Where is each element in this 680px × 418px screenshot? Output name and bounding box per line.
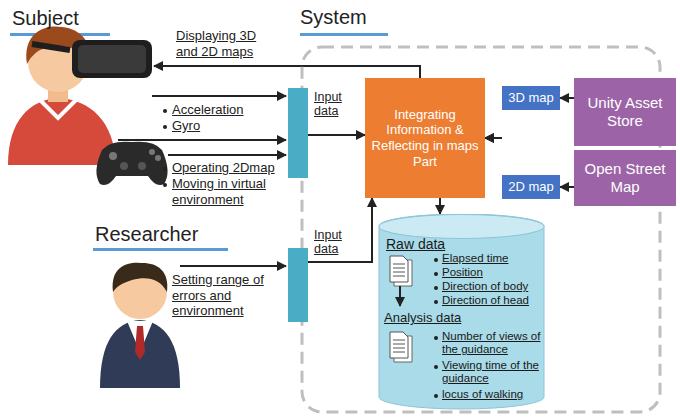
- box-text: Unity Asset Store: [577, 94, 673, 130]
- bullet-dot: [163, 167, 167, 171]
- document-icon: [393, 352, 405, 353]
- bullet-dot: [434, 394, 438, 398]
- arrow-label: Displaying 3D and 2D maps: [176, 28, 280, 59]
- flow-arrow: [308, 134, 365, 136]
- bullet-dot: [434, 365, 438, 369]
- document-icon: [393, 340, 405, 341]
- document-icon: [393, 268, 405, 269]
- heading-underline: [300, 33, 388, 36]
- heading-underline: [93, 248, 228, 251]
- document-icon: [393, 264, 405, 265]
- document-icon: [393, 272, 405, 273]
- signal-arrow: [180, 265, 286, 267]
- gamepad-icon: [96, 142, 167, 185]
- data-item: Analysis data: [384, 311, 484, 326]
- bullet-dot: [434, 272, 438, 276]
- arrow-label: Acceleration: [172, 102, 244, 118]
- gamepad-icon: [120, 162, 128, 170]
- researcher-figure: [100, 263, 180, 388]
- flow-arrow: [485, 137, 502, 139]
- bullet-dot: [434, 258, 438, 262]
- bullet-dot: [163, 125, 167, 129]
- document-icon: [390, 332, 412, 362]
- bullet-dot: [434, 300, 438, 304]
- data-item: Number of views of the guidance: [442, 330, 542, 356]
- actor-heading: Subject: [12, 6, 79, 30]
- data-item: locus of walking: [442, 388, 542, 401]
- subject-figure: [40, 100, 76, 118]
- cylinder-shape: [379, 214, 544, 409]
- bullet-dot: [434, 336, 438, 340]
- subject-figure: [78, 45, 146, 73]
- data-item: Direction of body: [442, 280, 542, 293]
- data-item: Elapsed time: [442, 252, 542, 265]
- source-box: Open Street Map: [574, 150, 676, 206]
- source-box: Unity Asset Store: [574, 78, 676, 146]
- document-icon: [393, 344, 405, 345]
- map-box: 3D map: [502, 86, 560, 110]
- gamepad-icon: [155, 155, 161, 161]
- subject-figure: [32, 44, 70, 50]
- data-item: Raw data: [386, 236, 476, 252]
- researcher-figure: [100, 320, 180, 388]
- document-icon: [390, 256, 408, 282]
- box-text: Open Street Map: [577, 160, 673, 196]
- document-icon: [393, 276, 405, 277]
- researcher-figure: [113, 263, 168, 292]
- data-item: Direction of head: [442, 294, 542, 307]
- box-text: Integrating Information & Reflecting in …: [368, 107, 482, 169]
- gamepad-icon: [96, 142, 167, 185]
- box-text: 2D map: [508, 179, 554, 195]
- arrow-label: Moving in virtual environment: [172, 176, 284, 207]
- flow-arrow: [560, 97, 574, 99]
- signal-arrow: [118, 139, 286, 141]
- gamepad-icon: [138, 162, 146, 170]
- bullet-dot: [163, 183, 167, 187]
- flow-arrow: [485, 137, 502, 139]
- arrow-label: Operating 2Dmap: [172, 160, 275, 176]
- gamepad-icon: [109, 152, 117, 160]
- flow-arrow: [439, 198, 441, 214]
- gamepad-icon: [149, 149, 155, 155]
- database-cylinder: Raw dataElapsed timePositionDirection of…: [378, 214, 545, 410]
- cylinder-top: [379, 215, 544, 239]
- flow-arrow: [399, 286, 401, 306]
- heading-text: System: [300, 6, 367, 29]
- flow-arrow: [560, 186, 574, 188]
- signal-arrow: [152, 95, 286, 97]
- arrow-label: Gyro: [172, 118, 200, 134]
- researcher-figure: [135, 326, 145, 360]
- data-item: Viewing time of the guidance: [442, 359, 542, 385]
- arrow-label: Setting range of errors and environment: [172, 272, 284, 319]
- box-text: 3D map: [508, 90, 554, 106]
- heading-text: Input data: [314, 228, 356, 256]
- document-icon: [393, 348, 405, 349]
- actor-heading: Researcher: [95, 222, 198, 246]
- bullet-dot: [163, 109, 167, 113]
- bullet-dot: [434, 286, 438, 290]
- signal-arrow: [154, 66, 420, 78]
- flow-arrow: [308, 198, 372, 262]
- input-bar: Input data: [288, 88, 308, 178]
- process-box: Integrating Information & Reflecting in …: [365, 78, 485, 198]
- map-box: 2D map: [502, 175, 560, 199]
- document-icon: [390, 332, 408, 358]
- subject-figure: [8, 98, 116, 165]
- subject-figure: [72, 40, 152, 78]
- input-bar: Input data: [288, 248, 308, 322]
- data-item: Position: [442, 266, 542, 279]
- signal-arrow: [168, 154, 286, 156]
- document-icon: [390, 256, 412, 286]
- heading-text: Input data: [314, 90, 356, 118]
